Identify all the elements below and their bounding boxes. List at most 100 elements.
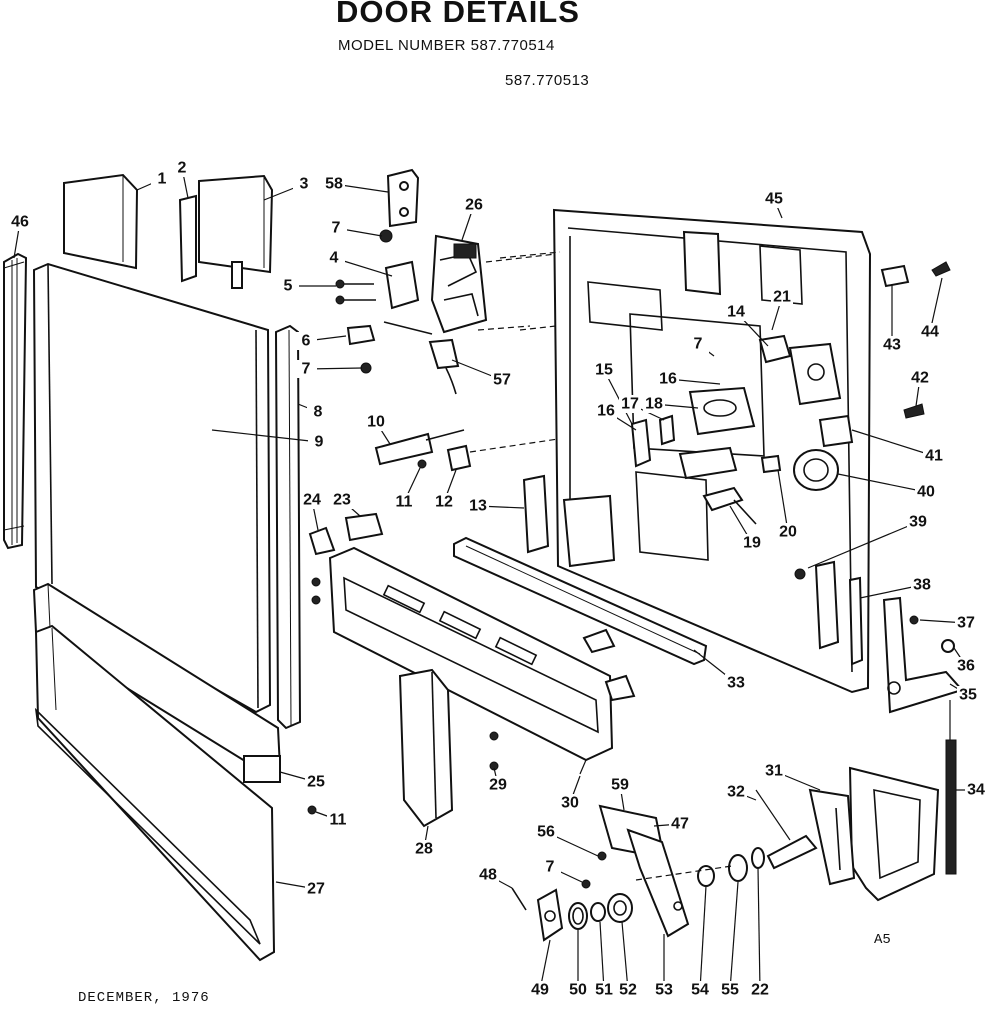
label-background bbox=[593, 981, 615, 999]
part-55-bushing bbox=[728, 854, 748, 882]
callout-part-9-28: 9 bbox=[211, 429, 330, 451]
callout-part-14-14: 14 bbox=[725, 303, 769, 347]
label-background bbox=[567, 981, 589, 999]
label-background bbox=[687, 335, 709, 353]
callout-part-51-56: 51 bbox=[593, 921, 615, 999]
part-4-block bbox=[384, 260, 420, 310]
part-22-washer bbox=[751, 847, 765, 869]
part-44-fastener bbox=[931, 261, 951, 277]
part-6-clip bbox=[346, 324, 376, 346]
label-background bbox=[307, 403, 329, 421]
part-2-panel bbox=[178, 194, 197, 283]
callout-part-7-15: 7 bbox=[687, 335, 715, 357]
label-background bbox=[749, 981, 771, 999]
part-number-label: 19 bbox=[743, 535, 761, 552]
part-number-label: 52 bbox=[619, 982, 637, 999]
callout-part-41-34: 41 bbox=[851, 429, 945, 465]
part-number-label: 7 bbox=[546, 859, 555, 876]
part-number-label: 29 bbox=[489, 777, 507, 794]
callout-part-48-53: 48 bbox=[477, 866, 513, 889]
label-background bbox=[477, 866, 499, 884]
part-number-label: 22 bbox=[751, 982, 769, 999]
label-background bbox=[539, 858, 561, 876]
part-number-label: 33 bbox=[727, 675, 745, 692]
label-background bbox=[9, 213, 31, 231]
part-number-label: 18 bbox=[645, 396, 663, 413]
callout-part-8-27: 8 bbox=[297, 403, 329, 421]
label-background bbox=[881, 336, 903, 354]
label-background bbox=[955, 657, 977, 675]
part-56-screw bbox=[597, 851, 607, 861]
callout-part-33-42: 33 bbox=[693, 649, 747, 692]
callout-part-21-13: 21 bbox=[771, 288, 793, 331]
leader-line bbox=[699, 885, 707, 991]
part-15-plate bbox=[678, 446, 738, 480]
label-background bbox=[535, 823, 557, 841]
callout-part-35-40: 35 bbox=[949, 683, 979, 704]
callout-part-31-63: 31 bbox=[763, 762, 821, 791]
leader-line bbox=[851, 429, 935, 457]
label-background bbox=[653, 981, 675, 999]
part-number-label: 48 bbox=[479, 867, 497, 884]
label-background bbox=[293, 175, 315, 193]
label-background bbox=[669, 815, 691, 833]
part-49-lever bbox=[536, 888, 564, 942]
part-8-trim-strip bbox=[274, 324, 302, 730]
callout-part-38-37: 38 bbox=[859, 576, 933, 599]
leader-line bbox=[211, 429, 320, 443]
part-47-hinge-bracket bbox=[598, 804, 690, 938]
part-16-bracket bbox=[630, 418, 652, 468]
part-number-label: 28 bbox=[415, 841, 433, 858]
label-background bbox=[725, 303, 747, 321]
label-background bbox=[295, 332, 317, 350]
callout-part-10-24: 10 bbox=[365, 413, 391, 445]
callout-part-36-39: 36 bbox=[953, 647, 977, 675]
part-number-label: 47 bbox=[671, 816, 689, 833]
part-number-label: 14 bbox=[727, 304, 745, 321]
part-32-shaft bbox=[755, 789, 818, 870]
part-number-label: 34 bbox=[967, 782, 985, 799]
callout-part-34-41: 34 bbox=[956, 781, 987, 799]
part-number-label: 27 bbox=[307, 881, 325, 898]
part-number-label: 8 bbox=[314, 404, 323, 421]
callout-part-16-16: 16 bbox=[657, 370, 721, 388]
part-number-label: 25 bbox=[307, 774, 325, 791]
callout-part-26-11: 26 bbox=[461, 196, 485, 241]
part-31-hinge-housing bbox=[808, 766, 940, 902]
callout-part-29-47: 29 bbox=[487, 767, 509, 794]
label-background bbox=[777, 523, 799, 541]
callout-part-49-54: 49 bbox=[529, 939, 551, 999]
callout-part-47-50: 47 bbox=[653, 815, 691, 833]
part-number-label: 26 bbox=[465, 197, 483, 214]
part-10-rod bbox=[374, 429, 465, 466]
part-7-screw-left bbox=[360, 362, 372, 374]
part-46-side-rail bbox=[3, 252, 28, 550]
part-number-label: 15 bbox=[595, 362, 613, 379]
callout-part-25-43: 25 bbox=[279, 771, 327, 791]
callout-part-39-36: 39 bbox=[807, 513, 929, 569]
callout-part-23-30: 23 bbox=[331, 491, 361, 517]
drawing-date: DECEMBER, 1976 bbox=[78, 990, 210, 1006]
part-9-door-panel bbox=[32, 262, 272, 714]
part-37-screw bbox=[909, 615, 919, 625]
label-background bbox=[433, 493, 455, 511]
label-background bbox=[305, 773, 327, 791]
label-background bbox=[463, 196, 485, 214]
part-number-label: 55 bbox=[721, 982, 739, 999]
part-number-label: 45 bbox=[765, 191, 783, 208]
label-background bbox=[593, 361, 615, 379]
part-34-spring bbox=[945, 700, 957, 875]
label-background bbox=[689, 981, 711, 999]
label-background bbox=[771, 288, 793, 306]
label-background bbox=[491, 371, 513, 389]
part-5-screws bbox=[335, 279, 376, 305]
part-number-label: 58 bbox=[325, 176, 343, 193]
label-background bbox=[393, 493, 415, 511]
part-number-label: 30 bbox=[561, 795, 579, 812]
part-19-actuator bbox=[702, 486, 757, 525]
callout-part-2-1: 2 bbox=[171, 159, 193, 199]
callout-part-7-52: 7 bbox=[539, 858, 583, 883]
callout-part-50-55: 50 bbox=[567, 930, 589, 999]
callout-part-19-22: 19 bbox=[729, 505, 763, 552]
